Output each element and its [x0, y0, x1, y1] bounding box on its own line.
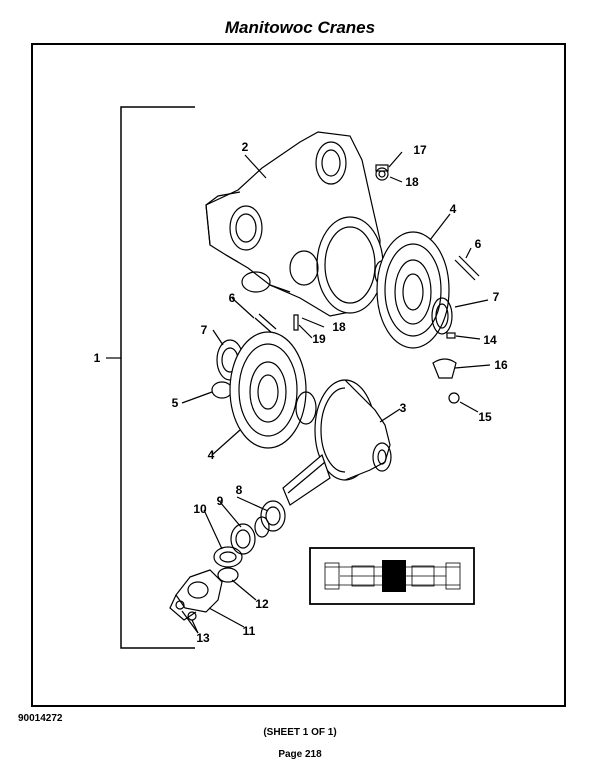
- yoke-11: [169, 569, 223, 621]
- callout-6-left: 6: [229, 291, 236, 305]
- cap-5: [211, 381, 233, 399]
- fitting-15: [448, 392, 460, 404]
- callout-8: 8: [236, 483, 243, 497]
- page-number: Page 218: [278, 749, 322, 760]
- callout-1: 1: [94, 351, 101, 365]
- callout-4-right: 4: [450, 202, 457, 216]
- callout-13: 13: [196, 631, 210, 645]
- callout-19: 19: [312, 332, 326, 346]
- plug-17: [375, 167, 389, 181]
- callout-2: 2: [242, 140, 249, 154]
- callout-11: 11: [243, 624, 256, 638]
- callout-10: 10: [193, 502, 207, 516]
- washer-9: [230, 523, 256, 555]
- pinion-shaft: [282, 453, 331, 506]
- callout-12: 12: [255, 597, 269, 611]
- carrier-right: [376, 231, 450, 349]
- page-title: Manitowoc Cranes: [224, 18, 376, 37]
- assembly-bracket: [120, 106, 195, 649]
- callout-7-left: 7: [201, 323, 208, 337]
- differential-housing: [205, 131, 384, 317]
- washer-12: [217, 567, 239, 583]
- callout-14: 14: [483, 333, 497, 347]
- drawing-frame: [31, 43, 566, 707]
- callout-15: 15: [478, 410, 492, 424]
- callout-9: 9: [217, 494, 224, 508]
- seal-10: [213, 546, 243, 568]
- inset-axle-view: [309, 547, 475, 605]
- callout-18-mid: 18: [332, 320, 346, 334]
- drawing-number: 90014272: [18, 713, 63, 724]
- callout-3: 3: [400, 401, 407, 415]
- callout-17: 17: [413, 143, 427, 157]
- callout-5: 5: [172, 396, 179, 410]
- sheet-label: (SHEET 1 OF 1): [263, 727, 337, 738]
- callout-16: 16: [494, 358, 508, 372]
- callout-7-right: 7: [493, 290, 500, 304]
- pin-6-right: [454, 259, 476, 281]
- callout-4-left: 4: [208, 448, 215, 462]
- breather-16: [432, 358, 457, 379]
- callout-6-right: 6: [475, 237, 482, 251]
- bearing-race-left: [295, 391, 317, 425]
- plug-19: [293, 314, 299, 331]
- bolt-14: [446, 332, 456, 339]
- callout-18-top: 18: [405, 175, 419, 189]
- pin-6-left: [254, 317, 273, 334]
- bearing-8: [260, 500, 286, 532]
- ring-gear-differential: [314, 379, 392, 481]
- bolt-13-a: [175, 600, 185, 610]
- ring-gear-7-right: [431, 297, 453, 335]
- carrier-left: [229, 331, 307, 449]
